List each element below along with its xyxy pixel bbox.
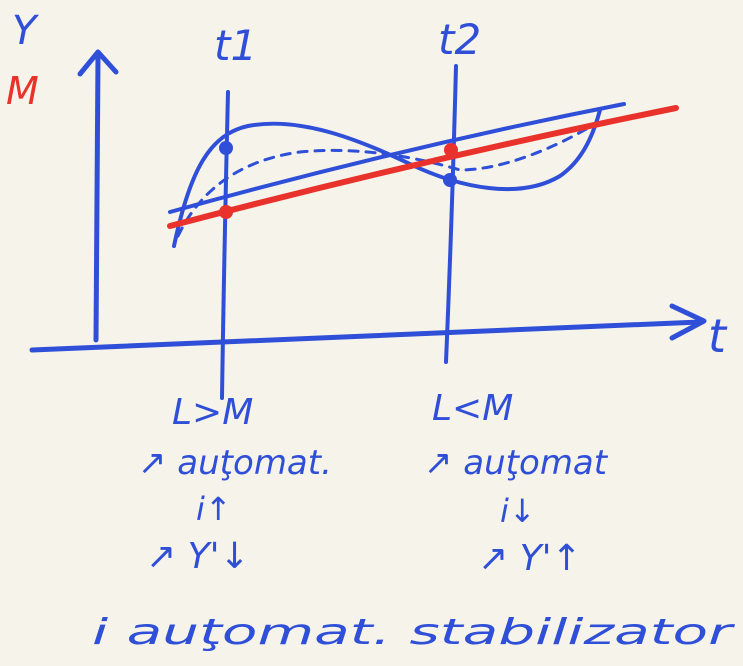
y-axis [93, 53, 101, 343]
left-note-line1: L>M [172, 392, 253, 433]
left-note-line3: i↑ [196, 490, 232, 528]
t1-label: t1 [214, 21, 257, 70]
right-note-line4: ↗ Y'↑ [478, 538, 582, 579]
y-axis-arrowhead [77, 49, 119, 77]
blue-trend-line [168, 102, 626, 214]
right-note-line3: i↓ [500, 492, 536, 530]
red-point-t1 [219, 205, 233, 219]
t2-label: t2 [438, 15, 481, 64]
blue-point-t2 [443, 173, 457, 187]
blue-wave-curve [172, 108, 602, 248]
right-note-line1: L<M [432, 388, 513, 429]
right-note-line2: ↗ auţomat [424, 443, 609, 483]
m-axis-label: M [6, 69, 39, 113]
red-m-line [167, 105, 679, 229]
x-axis-label: t [708, 309, 728, 363]
blue-point-t1 [219, 141, 233, 155]
left-note-line2: ↗ auţomat. [138, 443, 332, 483]
dashed-curve [176, 126, 590, 238]
red-point-t2 [444, 143, 458, 157]
bottom-note: i auţomat. stabilizator [92, 612, 736, 653]
left-note-line4: ↗ Y'↓ [146, 536, 250, 577]
x-axis [29, 319, 703, 353]
y-axis-label: Y [12, 8, 40, 54]
x-axis-arrowhead [669, 303, 707, 341]
t2-vertical-line [444, 64, 458, 364]
